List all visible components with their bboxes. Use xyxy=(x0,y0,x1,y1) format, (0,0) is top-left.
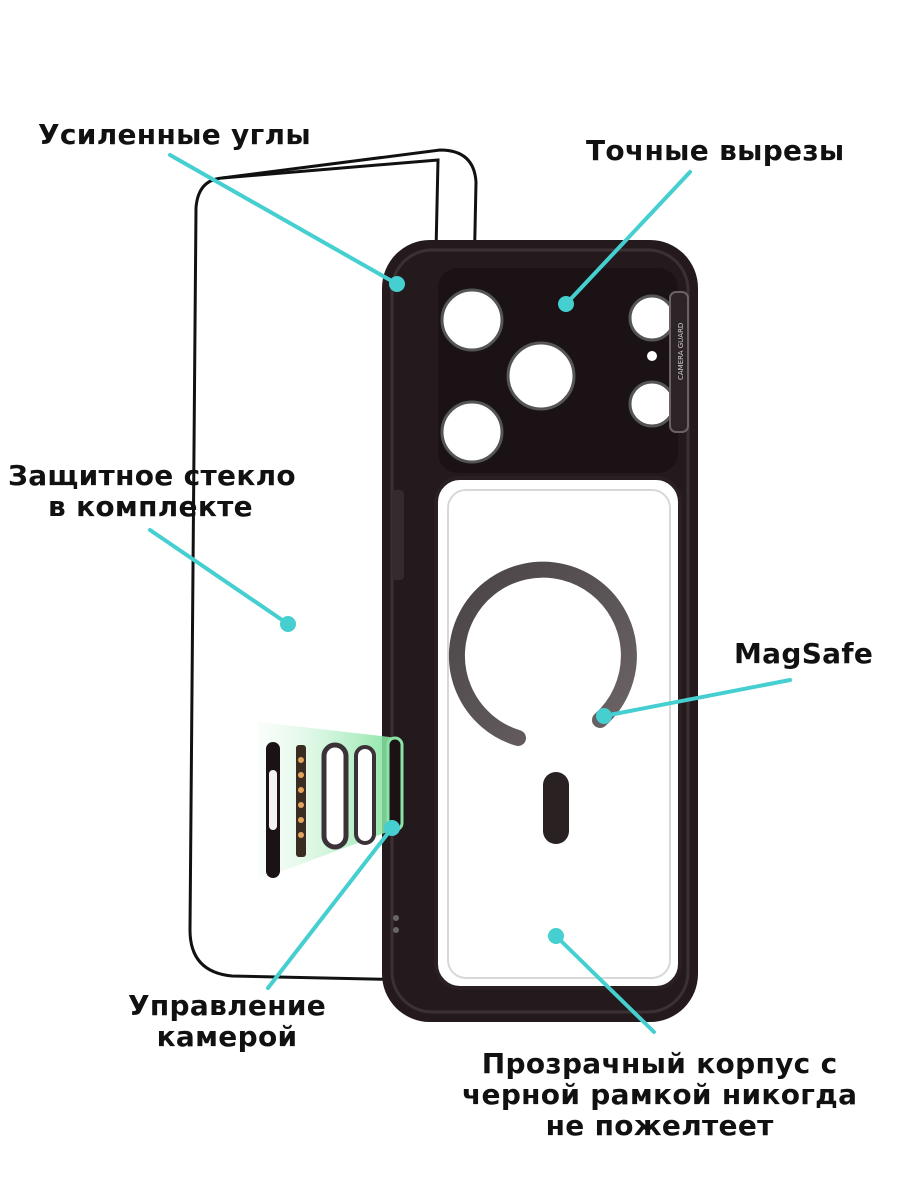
label-transparent-body: Прозрачный корпус с черной рамкой никогд… xyxy=(462,1048,857,1141)
flash-cutout xyxy=(647,351,657,361)
callout-dots xyxy=(280,276,612,944)
camera-lens-cutout xyxy=(628,294,676,342)
camera-control-part xyxy=(296,745,306,857)
camera-guard-text: CAMERA GUARD xyxy=(677,323,685,380)
side-button xyxy=(392,490,404,580)
camera-lens-cutout xyxy=(440,288,504,352)
camera-lens-cutout xyxy=(628,380,676,428)
transparent-back xyxy=(434,476,682,990)
case-inner-edge xyxy=(390,248,690,1014)
camera-lens-cutout xyxy=(440,400,504,464)
label-line: черной рамкой никогда xyxy=(462,1078,858,1111)
label-line: камерой xyxy=(156,1020,298,1053)
camera-control-part xyxy=(354,745,376,845)
label-screen-protector: Защитное стекло в комплекте xyxy=(8,460,296,522)
camera-lens-cutout xyxy=(506,341,576,411)
label-precise-cutouts: Точные вырезы xyxy=(586,134,845,167)
camera-control-part xyxy=(321,742,349,850)
label-line: Прозрачный корпус с xyxy=(481,1047,838,1080)
label-line: не пожелтеет xyxy=(545,1109,774,1142)
label-line: в комплекте xyxy=(48,490,253,523)
label-camera-control: Управление камерой xyxy=(128,990,326,1052)
label-magsafe: MagSafe xyxy=(734,637,874,670)
camera-control-button xyxy=(386,736,404,832)
magsafe-alignment-slot xyxy=(543,772,569,844)
camera-guard-slider xyxy=(669,291,689,433)
label-line: Защитное стекло xyxy=(8,459,296,492)
label-reinforced-corners: Усиленные углы xyxy=(38,118,311,151)
magsafe-ring xyxy=(448,561,637,746)
callout-lines xyxy=(148,153,792,1034)
label-line: Управление xyxy=(128,989,327,1022)
